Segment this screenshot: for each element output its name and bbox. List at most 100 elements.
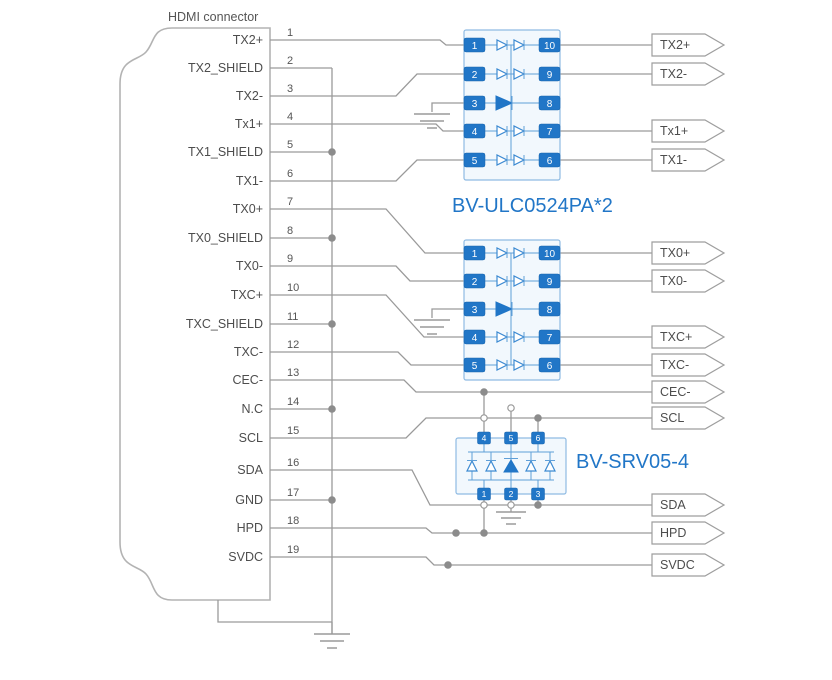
wire-txc-minus: [270, 351, 464, 366]
ic-pin-number: 10: [544, 249, 556, 260]
connector-pin-number: 4: [287, 111, 293, 123]
connector-pin-number: 2: [287, 55, 293, 67]
connector-pin-number: 12: [287, 339, 299, 351]
ic-srv05: 4 5 6 1 2 3: [455, 431, 567, 501]
connector-pin-label: SDA: [237, 463, 263, 477]
junction-dot: [444, 561, 452, 569]
ic-esd-array-1: 1 2 3 4 5 10 9 8 7 6: [463, 29, 561, 181]
output-flag-label: TX0+: [660, 246, 690, 260]
output-flag-label: SCL: [660, 411, 684, 425]
wire-hop: [507, 404, 515, 412]
ic-pin-number: 8: [547, 99, 553, 110]
connector-pin-number: 8: [287, 225, 293, 237]
connector-pin-label: Tx1+: [235, 117, 263, 131]
ic-pin: [538, 329, 561, 345]
connector-pin-label: TXC+: [231, 288, 263, 302]
ground-symbol: [314, 622, 350, 649]
ic-pin: [463, 301, 486, 317]
ic-pin-number: 1: [472, 249, 478, 260]
ic-pin: [538, 37, 561, 53]
wire-hop: [480, 501, 488, 509]
junction-dot: [328, 405, 336, 413]
ic-pin: [538, 245, 561, 261]
ic-pin-number: 2: [472, 277, 478, 288]
ic-pin: [538, 66, 561, 82]
connector-pin-label: CEC-: [232, 373, 263, 387]
connector-pin-label: TX2+: [233, 33, 263, 47]
ic-pin-number: 4: [472, 127, 478, 138]
junction-dot: [480, 388, 488, 396]
ic-pin-number: 8: [547, 305, 553, 316]
wire-txc-plus: [270, 294, 464, 338]
ic-pin-number: 5: [509, 433, 514, 443]
ic-pin-number: 5: [472, 156, 478, 167]
connector-pin-number: 15: [287, 425, 299, 437]
junction-dot: [328, 234, 336, 242]
output-flag-label: CEC-: [660, 385, 691, 399]
junction-dot: [452, 529, 460, 537]
connector-pin-number: 13: [287, 367, 299, 379]
connector-pin-label: N.C: [241, 402, 263, 416]
connector-pin-number: 7: [287, 196, 293, 208]
output-flag-label: TXC+: [660, 330, 692, 344]
crossover-marks: [480, 404, 515, 509]
output-flag: SVDC: [651, 553, 726, 577]
ground-symbol: [414, 319, 450, 335]
ic-pin-number: 4: [482, 433, 487, 443]
ic-pin: [538, 273, 561, 289]
ic-pin: [463, 329, 486, 345]
ic-pin-number: 7: [547, 127, 553, 138]
srv05-label: BV-SRV05-4: [576, 451, 689, 473]
output-flag: TX2-: [651, 62, 726, 86]
ic-pin: [463, 95, 486, 111]
output-flag-label: SDA: [660, 498, 686, 512]
output-flag-label: SVDC: [660, 558, 695, 572]
ic-pin-number: 1: [482, 489, 487, 499]
ic-pin: [463, 357, 486, 373]
wire-svdc: [270, 556, 652, 566]
output-flag: SDA: [651, 493, 726, 517]
ic-pin-number: 4: [472, 333, 478, 344]
wire-tx0-plus: [270, 208, 464, 254]
connector-pin-label: TX0_SHIELD: [188, 231, 263, 245]
ic-pin: [463, 66, 486, 82]
ic-pin: [477, 487, 491, 501]
ic-esd-array-2: 1 2 3 4 5 10 9 8 7 6: [463, 239, 561, 381]
ic-pin: [538, 152, 561, 168]
connector-pin-number: 19: [287, 544, 299, 556]
connector-pin-label: GND: [235, 493, 263, 507]
junction-dot: [328, 148, 336, 156]
wire-tx0-minus: [270, 265, 464, 282]
connector-pin-label: TX2-: [236, 89, 263, 103]
ic-pin: [538, 123, 561, 139]
wire-hop: [480, 414, 488, 422]
ic-pin-number: 2: [509, 489, 514, 499]
ic-pin-number: 9: [547, 277, 553, 288]
wires: [217, 39, 652, 623]
connector-pin-number: 10: [287, 282, 299, 294]
output-flag: TX2+: [651, 33, 726, 57]
ic-pin: [504, 431, 518, 445]
connector-pin-label: TX1-: [236, 174, 263, 188]
ic-pin-number: 1: [472, 41, 478, 52]
connector-pin-number: 11: [287, 311, 298, 323]
wire-hop: [507, 501, 515, 509]
connector-pin-number: 16: [287, 457, 299, 469]
ic-pin-number: 6: [536, 433, 541, 443]
ic-pin-number: 3: [472, 99, 478, 110]
output-flag: HPD: [651, 521, 726, 545]
hdmi-connector: HDMI connector TX2+ TX2_SHIELD TX2- Tx1+…: [119, 10, 299, 601]
ic-pin: [463, 123, 486, 139]
ic-pin: [538, 357, 561, 373]
wire-scl: [270, 417, 652, 439]
wire-tx1-minus: [270, 159, 464, 182]
connector-pin-label: SCL: [239, 431, 263, 445]
ground-symbol: [496, 511, 526, 525]
output-flag: TXC+: [651, 325, 726, 349]
connector-pin-label: TX0-: [236, 259, 263, 273]
output-flag-label: TXC-: [660, 358, 689, 372]
connector-pin-number: 9: [287, 253, 293, 265]
connector-pin-label: TXC_SHIELD: [186, 317, 263, 331]
output-flag-label: TX1-: [660, 153, 687, 167]
ic-pin: [504, 487, 518, 501]
